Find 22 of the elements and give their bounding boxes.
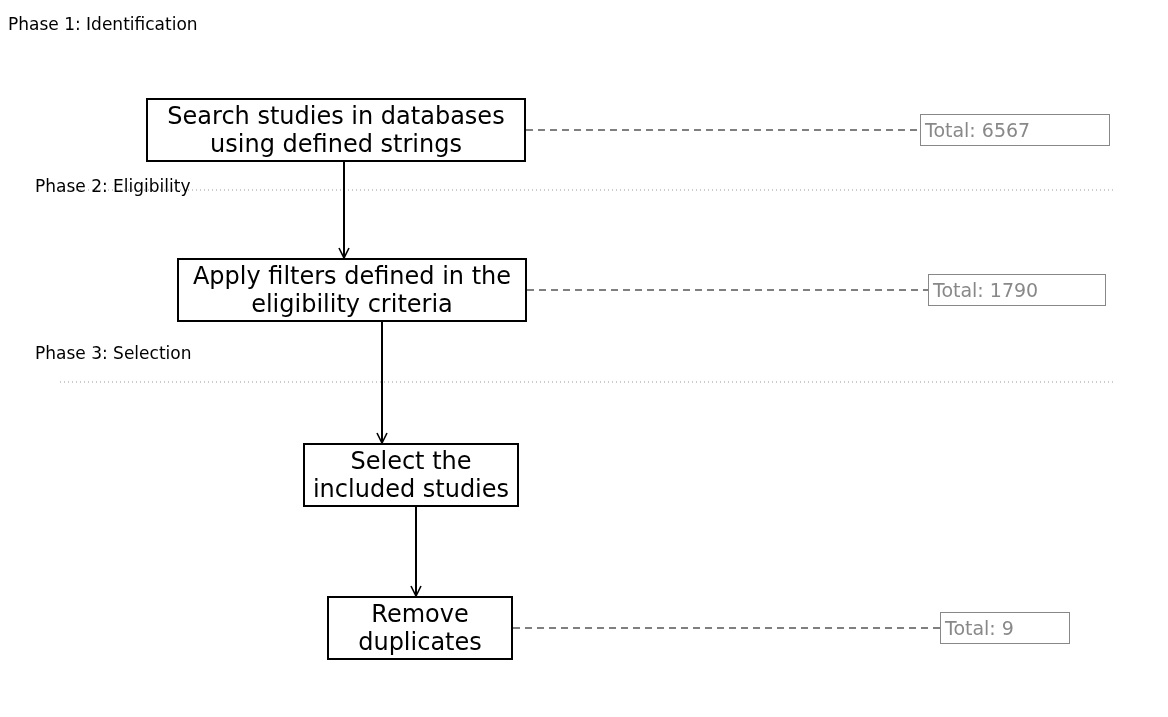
process-box: [327, 596, 513, 660]
process-box: [303, 443, 519, 507]
arrow: [376, 321, 388, 444]
phase-label: Phase 3: Selection: [35, 343, 192, 363]
dashed-connector: [526, 289, 929, 291]
count-box: [920, 114, 1110, 146]
process-box: [146, 98, 526, 162]
step-text: Remove duplicates: [357, 600, 483, 656]
process-box: [177, 258, 527, 322]
dashed-connector: [512, 627, 941, 629]
step-text: Search studies in databases using defined strings: [166, 102, 506, 158]
phase-label: Phase 1: Identification: [8, 14, 198, 34]
count-text: Total: 1790: [933, 279, 1039, 301]
step-text: Apply filters defined in the eligibility criteria: [191, 262, 513, 318]
step-text: Select the included studies: [311, 447, 511, 503]
arrow: [338, 161, 350, 259]
count-text: Total: 6567: [925, 119, 1031, 141]
count-box: [940, 612, 1070, 644]
count-box: [928, 274, 1106, 306]
arrow: [410, 506, 422, 597]
phase-label: Phase 2: Eligibility: [35, 176, 191, 196]
count-text: Total: 9: [945, 617, 1014, 639]
